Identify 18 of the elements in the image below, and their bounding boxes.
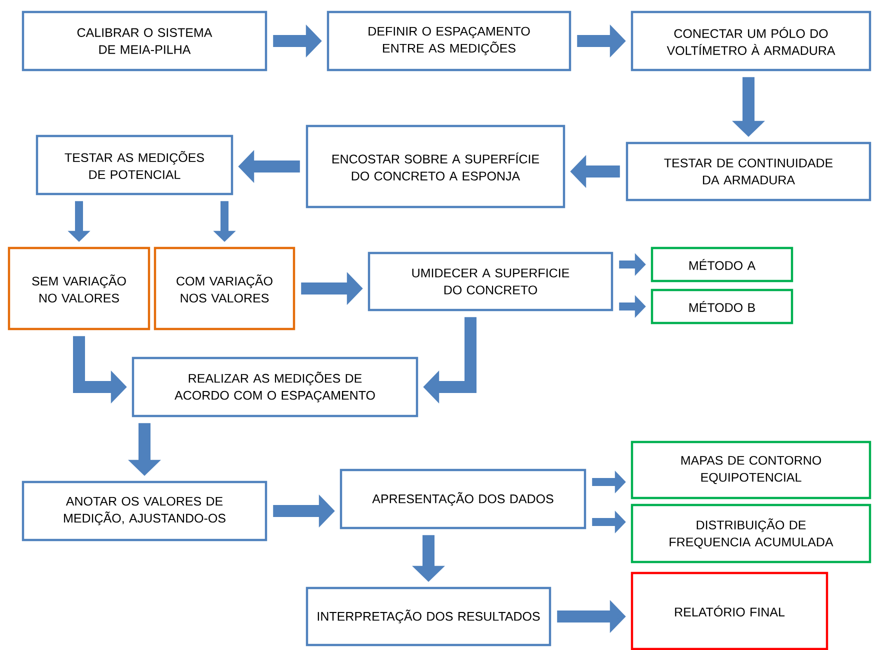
condition-box: COM VARIAÇÃO NOS VALORES <box>154 246 296 330</box>
process-box: UMIDECER A SUPERFICIE DO CONCRETO <box>368 252 614 312</box>
condition-box: SEM VARIAÇÃO NO VALORES <box>8 246 150 330</box>
process-box: CONECTAR UM PÓLO DO VOLTÍMETRO À ARMADURA <box>630 10 872 72</box>
process-box: TESTAR DE CONTINUIDADE DA ARMADURA <box>626 142 872 202</box>
process-box: ANOTAR OS VALORES DE MEDIÇÃO, AJUSTANDO-OS <box>22 480 268 542</box>
process-box: APRESENTAÇÃO DOS DADOS <box>340 468 586 530</box>
final-box: RELATÓRIO FINAL <box>630 572 828 650</box>
process-box: REALIZAR AS MEDIÇÕES DE ACORDO COM O ESPAÇAMENTO <box>132 356 418 418</box>
result-box: DISTRIBUIÇÃO DE FREQUENCIA ACUMULADA <box>630 504 872 564</box>
process-box: INTERPRETAÇÃO DOS RESULTADOS <box>306 586 552 646</box>
process-box: TESTAR AS MEDIÇÕES DE POTENCIAL <box>36 134 234 196</box>
process-box: ENCOSTAR SOBRE A SUPERFÍCIE DO CONCRETO A ESPONJA <box>306 124 566 208</box>
process-box: DEFINIR O ESPAÇAMENTO ENTRE AS MEDIÇÕES <box>326 10 572 72</box>
process-box: CALIBRAR O SISTEMA DE MEIA-PILHA <box>22 10 268 72</box>
result-box: MÉTODO B <box>650 288 794 324</box>
result-box: MAPAS DE CONTORNO EQUIPOTENCIAL <box>630 440 872 500</box>
result-box: MÉTODO A <box>650 246 794 282</box>
